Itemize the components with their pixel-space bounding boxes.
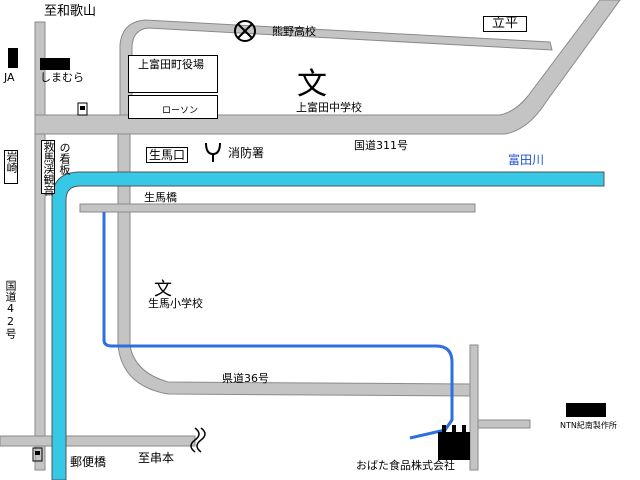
town-office-box — [128, 55, 218, 93]
high-school-symbol-icon — [234, 20, 256, 42]
route42-label: 国道42号 — [4, 280, 17, 339]
tachibira-label: 立平 — [483, 16, 528, 32]
ntn-marker — [566, 403, 606, 417]
route-311-road — [34, 0, 621, 135]
factory-icon — [438, 425, 470, 460]
kushimoto-road — [0, 435, 196, 447]
pref36-label: 県道36号 — [222, 372, 269, 385]
obata-label: おばた食品株式会社 — [356, 459, 455, 472]
ntn-label: NTN紀南製作所 — [560, 421, 617, 430]
junior-high-label: 上富田中学校 — [296, 101, 362, 114]
gas-station-icon-bottom — [32, 447, 43, 462]
ikuma-elementary-label: 生馬小学校 — [148, 297, 203, 310]
school-symbol-icon-elementary: 文 — [154, 279, 172, 300]
ikuma-exit-label: 生馬口 — [146, 147, 189, 163]
school-symbol-icon-junior-high: 文 — [297, 67, 327, 102]
ikuma-bridge-label: 生馬橋 — [144, 191, 177, 204]
to-kushimoto-label: 至串本 — [138, 451, 175, 465]
town-office-label: 上富田町役場 — [138, 58, 204, 71]
ja-marker — [8, 48, 18, 68]
post-bridge-label: 郵便橋 — [70, 455, 107, 469]
factory-road-horizontal — [477, 419, 531, 429]
stream-channel — [102, 212, 454, 390]
shimamura-label: しまむら — [40, 71, 84, 84]
fire-station-symbol-icon — [205, 142, 221, 162]
top-road — [119, 19, 553, 116]
ikuma-bridge-road — [79, 203, 476, 213]
nokami-high-label: 熊野高校 — [272, 25, 316, 38]
gas-station-icon — [77, 102, 88, 116]
factory-road-vertical — [469, 344, 479, 471]
svg-text:文: 文 — [154, 279, 172, 300]
svg-text:文: 文 — [297, 67, 327, 102]
stream-outlet — [409, 390, 454, 440]
to-wakayama-label: 至和歌山 — [44, 4, 97, 19]
tondagawa-label: 富田川 — [508, 153, 545, 167]
lawson-label: ローソン — [162, 106, 199, 116]
fire-station-label: 消防署 — [228, 146, 265, 160]
shimamura-marker — [40, 58, 70, 70]
kannon-sign-suffix: の看板 — [58, 142, 71, 175]
ja-label: JA — [4, 71, 15, 84]
iwasaki-label: 岩崎 — [4, 150, 18, 184]
road-break-mark-2 — [196, 427, 206, 453]
kannon-sign-label: 救馬渓観音 — [41, 140, 55, 196]
route-42-road-left — [34, 133, 46, 471]
route311-label: 国道311号 — [354, 139, 408, 152]
road-break-mark — [190, 427, 200, 453]
lawson-box — [128, 95, 218, 119]
